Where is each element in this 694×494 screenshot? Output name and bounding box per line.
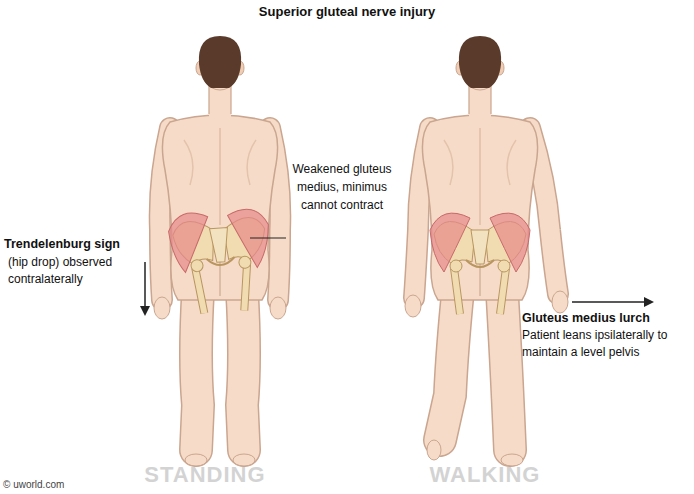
lurch-heading: Gluteus medius lurch <box>522 310 650 327</box>
title: Superior gluteal nerve injury <box>0 3 694 21</box>
lurch-note: Patient leans ipsilaterally to maintain … <box>522 327 690 361</box>
down-arrow <box>140 262 150 316</box>
panel-label: WALKING <box>390 460 580 490</box>
muscle-label: Weakened gluteus medius, minimus cannot … <box>290 160 394 214</box>
sign-note: (hip drop) observed contralaterally <box>8 254 136 288</box>
walking-figure <box>405 36 568 466</box>
sign-heading: Trendelenburg sign <box>4 236 120 253</box>
right-arrow <box>572 297 654 307</box>
panel-label: STANDING <box>110 460 300 490</box>
leader-line <box>250 238 286 239</box>
copyright-note: © uworld.com <box>3 478 64 492</box>
standing-figure <box>154 36 286 466</box>
